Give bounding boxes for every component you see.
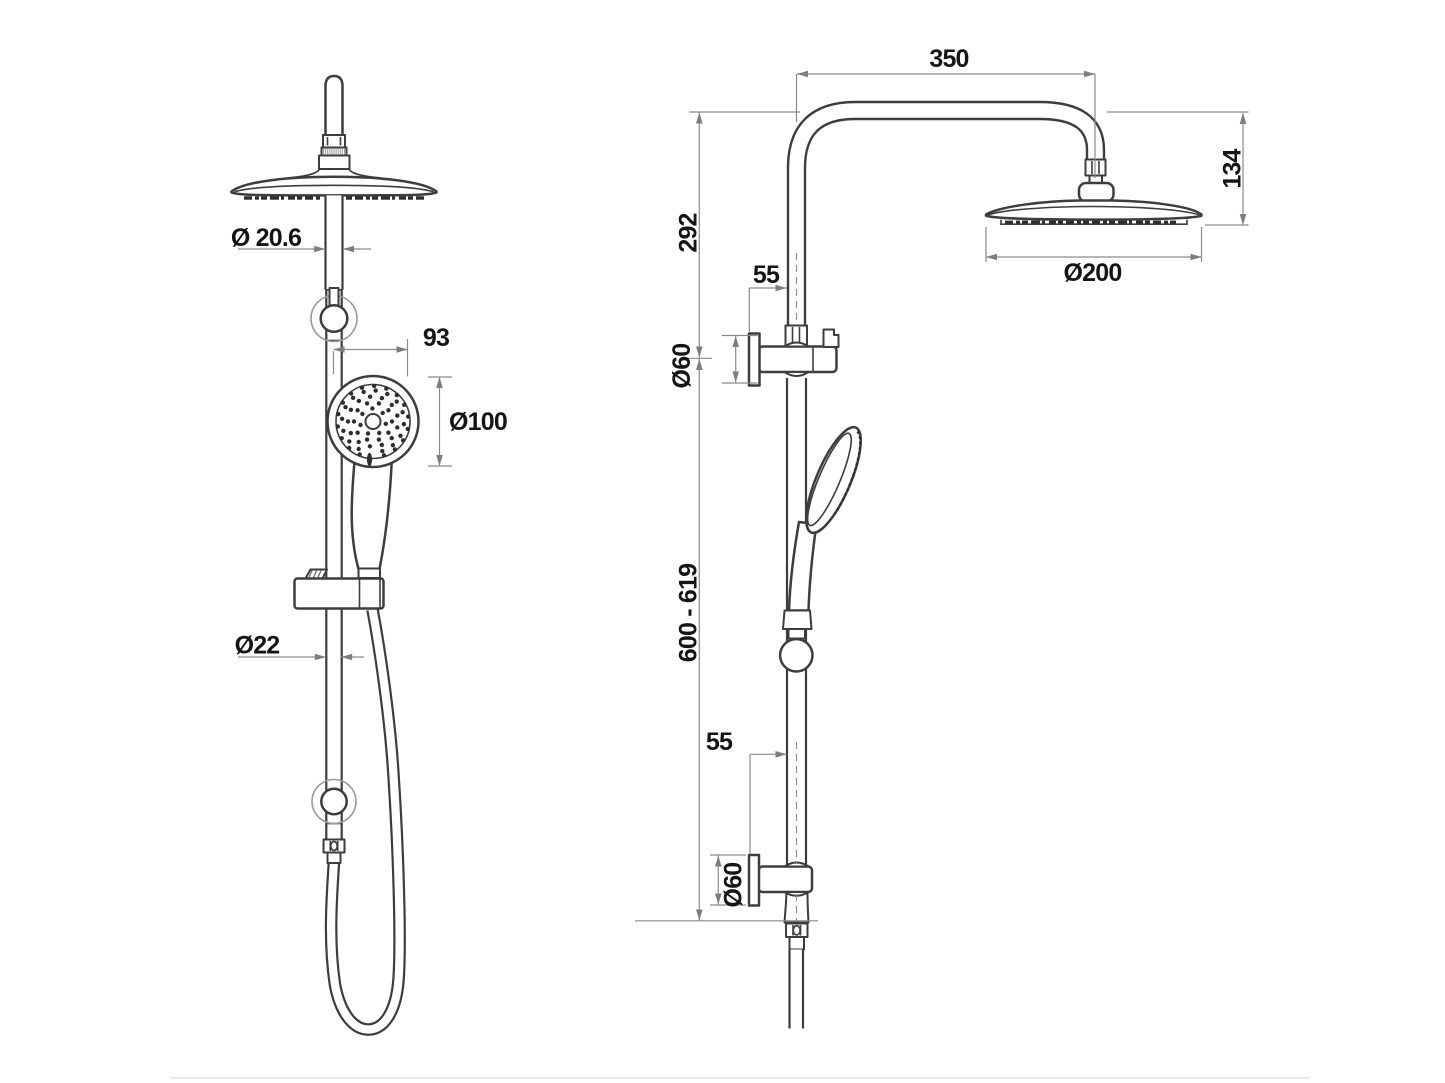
side-gooseneck-arm [786,100,1106,330]
side-head-bell [1077,181,1115,203]
label-front-rail-diameter: Ø22 [235,632,280,660]
front-overhead-shower-head [230,168,438,200]
label-side-arm-reach: 350 [929,45,968,73]
side-slider-knob [778,637,814,673]
label-side-head-diameter: Ø200 [1064,259,1122,287]
dim-front-hand-shower-diameter: Ø100 [428,376,508,467]
front-hose-nut [322,838,346,864]
dim-side-upper-height: 292 [675,111,800,359]
front-view [230,74,438,1036]
front-hose [324,608,406,1036]
front-wall-bracket-bottom [311,778,357,825]
label-side-bracket-top-diameter: Ø60 [668,344,696,389]
front-hand-shower [326,374,420,579]
dim-side-head-diameter: Ø200 [985,227,1203,287]
label-side-rail-length: 600 - 619 [675,564,703,662]
dim-side-rail-length: 600 - 619 [635,359,818,922]
side-top-wall-plate [747,332,761,387]
label-side-upper-height: 292 [675,213,703,252]
page-artifact-line [170,1077,1310,1079]
front-head-hub [318,154,351,170]
side-view [747,100,1203,1029]
side-diverter-lever [822,328,840,348]
front-hand-shower-handle [350,453,394,571]
dim-side-wall-offset-bottom: 55 [706,728,787,854]
label-front-hand-shower-offset: 93 [423,324,449,352]
side-hose-nut [785,922,809,951]
dim-side-head-drop: 134 [1107,111,1249,226]
dim-side-arm-reach: 350 [795,45,1096,178]
label-side-wall-offset-bottom: 55 [706,728,733,756]
hand-shower-face-dots [335,383,411,458]
label-side-wall-offset-top: 55 [753,261,780,289]
side-hand-shower-blade [805,425,862,535]
dim-front-pipe-diameter: Ø 20.6 [231,224,371,253]
dim-side-bracket-bottom-diameter: Ø60 [710,854,748,908]
side-overhead-shower-head [984,158,1203,225]
dim-side-bracket-top-diameter: Ø60 [668,334,758,389]
dim-front-rail-diameter: Ø22 [235,632,364,661]
label-side-head-drop: 134 [1219,148,1247,188]
dimension-annotations: Ø 20.6 93 Ø100 Ø22 [231,45,1249,922]
side-bottom-wall-plate [747,853,761,907]
side-wall-bracket-top [747,324,840,387]
side-hose [788,949,805,1029]
front-slider-bracket [293,568,385,610]
side-wall-bracket-bottom [747,853,814,924]
label-front-hand-shower-diameter: Ø100 [449,408,507,436]
label-front-pipe-diameter: Ø 20.6 [231,224,301,252]
side-handle-collar [787,628,806,640]
dim-side-wall-offset-top: 55 [748,261,787,333]
label-side-bracket-bottom-diameter: Ø60 [720,863,748,908]
side-hand-shower [782,425,862,640]
dim-front-hand-shower-offset: 93 [332,324,450,377]
front-wall-bracket-top [310,287,358,343]
front-ceiling-pipe [318,74,351,170]
front-hand-shower-button [366,452,373,467]
